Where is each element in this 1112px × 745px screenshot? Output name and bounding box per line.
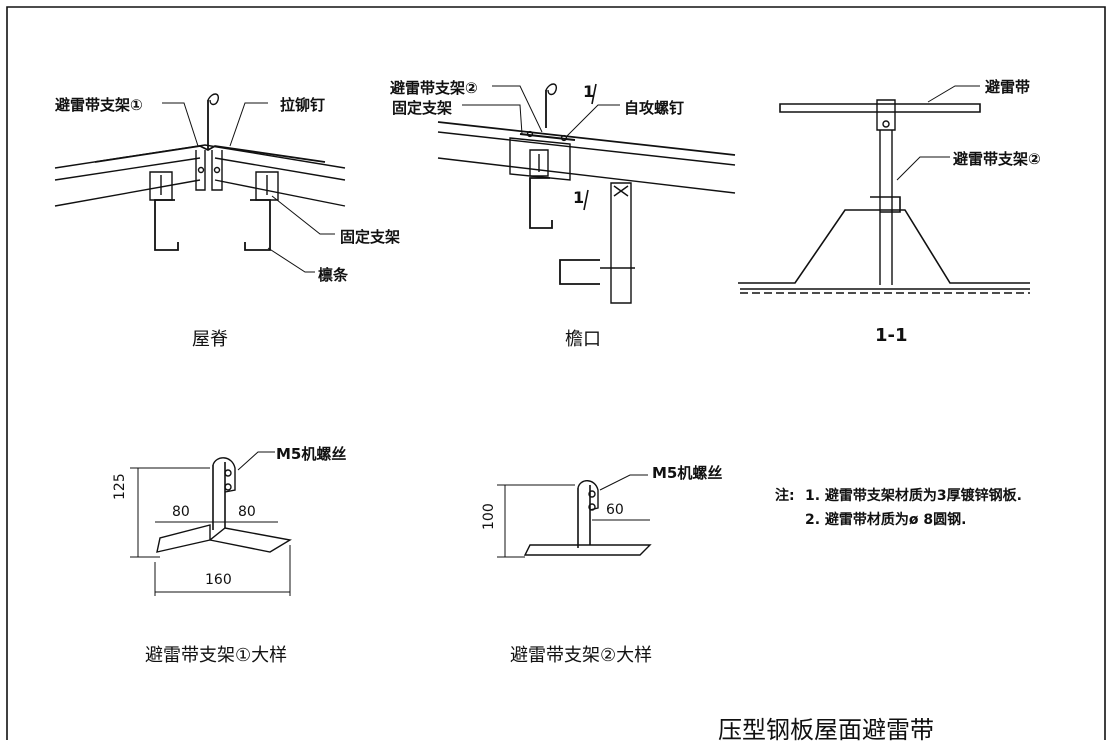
caption-ridge: 屋脊 xyxy=(192,329,228,350)
eave-label-fixed-bracket: 固定支架 xyxy=(392,99,453,117)
ridge-label-fixed-bracket: 固定支架 xyxy=(340,228,401,246)
detail2-width-dim: 60 xyxy=(606,502,624,518)
caption-eave: 檐口 xyxy=(565,329,601,350)
section-label-strip: 避雷带 xyxy=(985,78,1031,96)
eave-drawing xyxy=(438,84,735,303)
eave-section-mark-bottom: 1 xyxy=(573,188,585,207)
detail2-height-dim: 100 xyxy=(481,503,497,530)
eave-label-bracket2: 避雷带支架② xyxy=(390,79,478,97)
notes-line1: 1. 避雷带支架材质为3厚镀锌钢板. xyxy=(805,488,1022,504)
ridge-label-rivet: 拉铆钉 xyxy=(280,96,326,114)
ridge-label-bracket1: 避雷带支架① xyxy=(55,96,143,114)
caption-section: 1-1 xyxy=(875,325,908,346)
detail1-drawing xyxy=(130,452,290,596)
eave-section-mark-top: 1 xyxy=(583,82,595,101)
notes-prefix: 注: xyxy=(775,488,795,504)
section-label-bracket2: 避雷带支架② xyxy=(953,150,1041,168)
detail1-height-dim: 125 xyxy=(112,473,128,500)
drawing-title: 压型钢板屋面避雷带 xyxy=(718,716,934,744)
detail1-left-dim: 80 xyxy=(172,504,190,520)
detail2-bolt-label: M5机螺丝 xyxy=(652,464,723,482)
detail1-total-dim: 160 xyxy=(205,572,232,588)
notes-line2: 2. 避雷带材质为ø 8圆钢. xyxy=(805,512,967,528)
ridge-drawing xyxy=(55,94,345,272)
detail2-drawing xyxy=(497,475,650,557)
sheet-border xyxy=(7,7,1105,740)
detail1-right-dim: 80 xyxy=(238,504,256,520)
caption-detail2: 避雷带支架②大样 xyxy=(510,645,653,666)
ridge-label-purlin: 檩条 xyxy=(318,266,349,284)
caption-detail1: 避雷带支架①大样 xyxy=(145,645,288,666)
eave-label-screw: 自攻螺钉 xyxy=(624,99,685,117)
detail1-bolt-label: M5机螺丝 xyxy=(276,445,347,463)
section-drawing xyxy=(738,86,1030,293)
ridge-panel-top-line xyxy=(55,145,345,168)
